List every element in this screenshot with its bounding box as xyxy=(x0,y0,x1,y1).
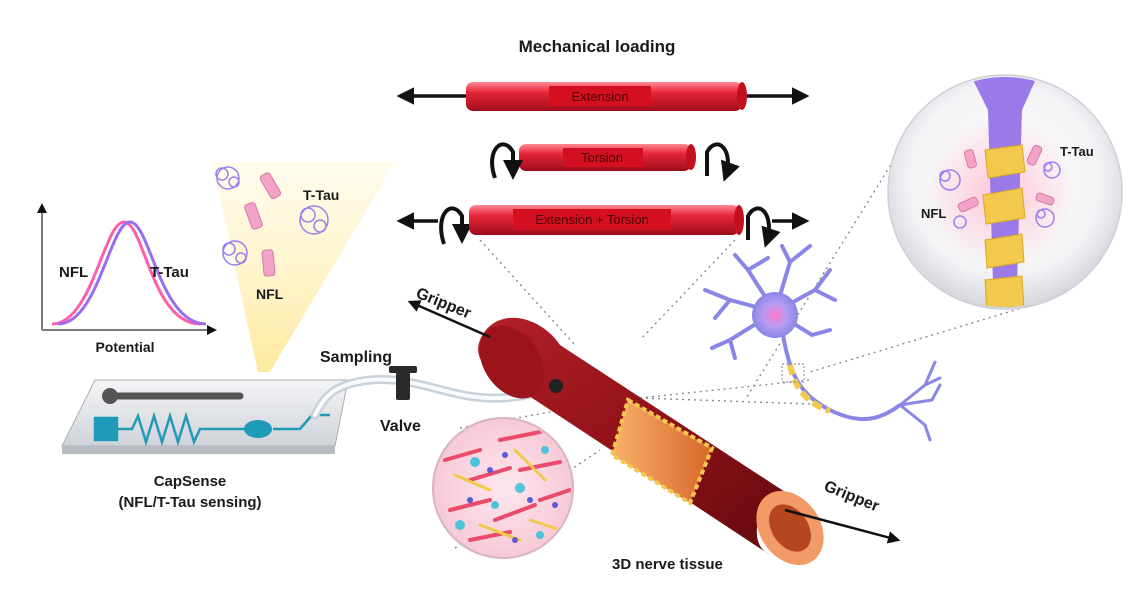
extension-loading: Extension xyxy=(396,82,810,111)
tissue-zoom-circle xyxy=(432,417,574,559)
mechanical-loading-title: Mechanical loading xyxy=(519,37,676,56)
capsense-subtitle: (NFL/T-Tau sensing) xyxy=(118,494,261,511)
beam-molecules: T-Tau NFL xyxy=(215,166,339,302)
capsense-name: CapSense xyxy=(154,473,227,490)
ext-tor-twist-arrow-left xyxy=(439,206,472,245)
sampling-label: Sampling xyxy=(320,349,392,366)
neuron-soma xyxy=(752,292,798,338)
capsense-chip: CapSense (NFL/T-Tau sensing) xyxy=(61,379,349,511)
axon-zoom-sphere: T-Tau NFL xyxy=(887,74,1123,310)
sensor-trace xyxy=(93,411,330,447)
zoom-t-tau-fragments xyxy=(957,144,1055,213)
extension-torsion-loading: Extension + Torsion xyxy=(396,205,810,248)
neuron-axon xyxy=(781,334,902,422)
torsion-loading: Torsion xyxy=(490,142,740,182)
nfl-tangle-icon xyxy=(215,166,329,266)
extension-torsion-label: Extension + Torsion xyxy=(535,212,649,227)
extension-label: Extension xyxy=(571,89,628,104)
tube-left-end xyxy=(479,325,545,399)
neuron-icon xyxy=(703,244,942,442)
beam-label-t-tau: T-Tau xyxy=(303,187,339,203)
sensing-electrode-icon xyxy=(244,420,272,438)
t-tau-fragment-icon xyxy=(244,172,282,277)
graph-legend-nfl: NFL xyxy=(59,264,88,281)
potential-graph: NFL T-Tau Potential xyxy=(37,203,217,355)
ext-tor-twist-arrow-right xyxy=(746,206,781,248)
guide-lines xyxy=(454,149,1049,549)
gripper-left-arrow xyxy=(407,300,491,339)
valve-label: Valve xyxy=(380,418,421,435)
sampling-port-icon xyxy=(549,379,563,393)
zoom-nfl-tangles xyxy=(939,161,1061,229)
zoom-label-nfl: NFL xyxy=(921,206,946,221)
torsion-twist-arrow-left xyxy=(490,142,523,180)
torsion-twist-arrow-right xyxy=(705,142,740,182)
nfl-curve xyxy=(51,220,201,326)
tissue-cells-icon xyxy=(443,430,571,543)
gripper-right-arrow xyxy=(784,508,901,544)
valve-icon xyxy=(389,366,417,400)
zoom-label-t-tau: T-Tau xyxy=(1060,144,1094,159)
torsion-label: Torsion xyxy=(581,150,623,165)
graph-x-label: Potential xyxy=(95,339,154,355)
graph-legend-t-tau: T-Tau xyxy=(150,264,189,281)
gripper-right-label: Gripper xyxy=(822,478,882,515)
beam-label-nfl: NFL xyxy=(256,286,284,302)
tissue-cutaway-window xyxy=(609,397,715,506)
tissue-label: 3D nerve tissue xyxy=(612,556,723,573)
t-tau-curve xyxy=(57,220,207,326)
myelin-sheath-icon xyxy=(982,144,1026,307)
